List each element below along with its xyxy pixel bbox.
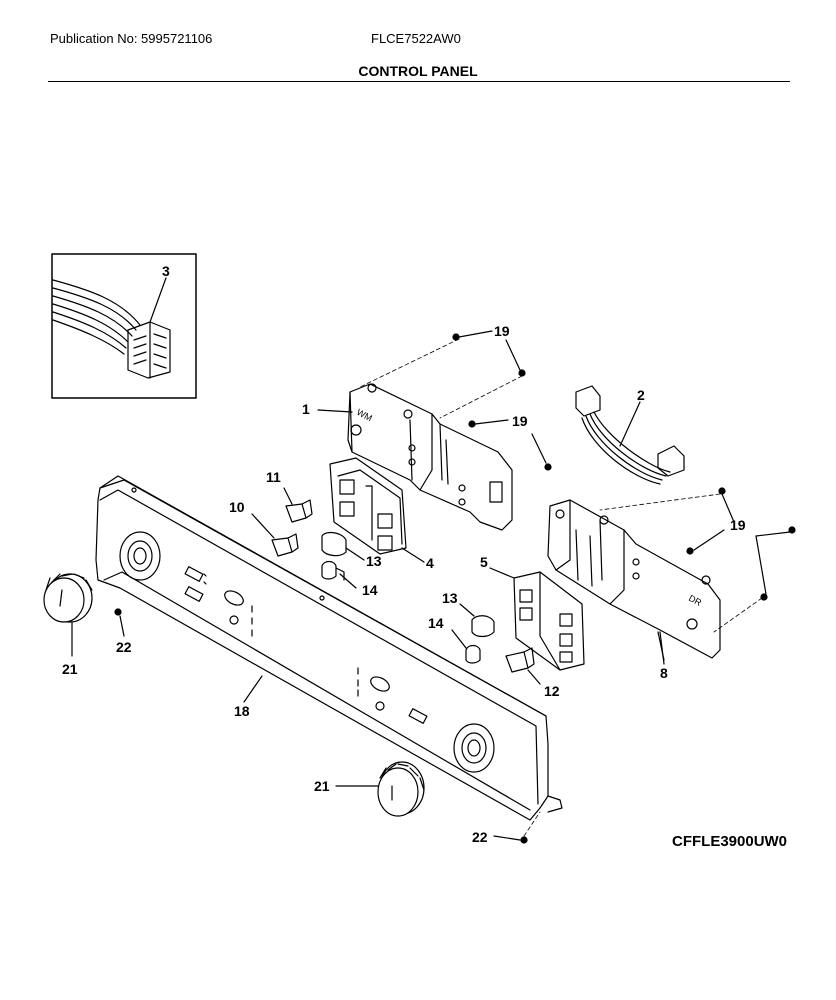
callout-10: 10 [229,499,245,515]
inset-harness-detail [51,253,197,399]
callout-22-left: 22 [116,639,132,655]
button-bracket-5 [489,567,585,671]
board-mark-dr: DR [687,593,704,608]
callout-11: 11 [266,469,281,485]
model-number: FLCE7522AW0 [371,31,461,46]
control-panel-housing-18 [95,475,563,821]
screw-22-bottom [493,811,541,844]
callout-8: 8 [660,665,668,681]
callout-19-middle: 19 [512,413,528,429]
button-11 [283,487,313,523]
callout-14-left: 14 [362,582,378,598]
publication-number: Publication No: 5995721106 [50,31,213,46]
callout-2: 2 [637,387,645,403]
callout-21-right: 21 [314,778,330,794]
callout-3: 3 [162,263,170,279]
callout-12: 12 [544,683,560,699]
callout-1: 1 [302,401,310,417]
button-12 [505,647,541,685]
callout-4: 4 [426,555,434,571]
knob-21-right [335,761,425,817]
callout-21-left: 21 [62,661,78,677]
callout-19-right: 19 [730,517,746,533]
callout-22-bottom: 22 [472,829,488,845]
button-13-left [321,531,365,561]
knob-21-left [43,573,93,623]
callout-18: 18 [234,703,250,719]
header-divider [48,81,790,82]
callout-5: 5 [480,554,488,570]
button-13-right [459,603,495,638]
button-bracket-4 [329,457,407,555]
callout-19-top: 19 [494,323,510,339]
leader-lines [71,409,665,703]
light-pipe-14-right [451,629,481,664]
control-board-1 [347,383,513,531]
wire-harness-2 [575,385,685,485]
callout-14-right: 14 [428,615,444,631]
callout-13-right: 13 [442,590,458,606]
section-title: CONTROL PANEL [358,63,478,79]
board-mark-wm: WM [355,407,374,423]
inset-connector [127,321,171,379]
button-10 [251,513,299,557]
control-board-8 [547,499,721,661]
screw-19-middle [468,419,552,471]
screw-19-right [599,487,796,633]
screw-22-left [114,608,125,637]
screw-19-top [359,330,526,419]
drawing-code: CFFLE3900UW0 [672,833,788,850]
light-pipe-14-left [321,560,357,589]
callout-13-left: 13 [366,553,382,569]
